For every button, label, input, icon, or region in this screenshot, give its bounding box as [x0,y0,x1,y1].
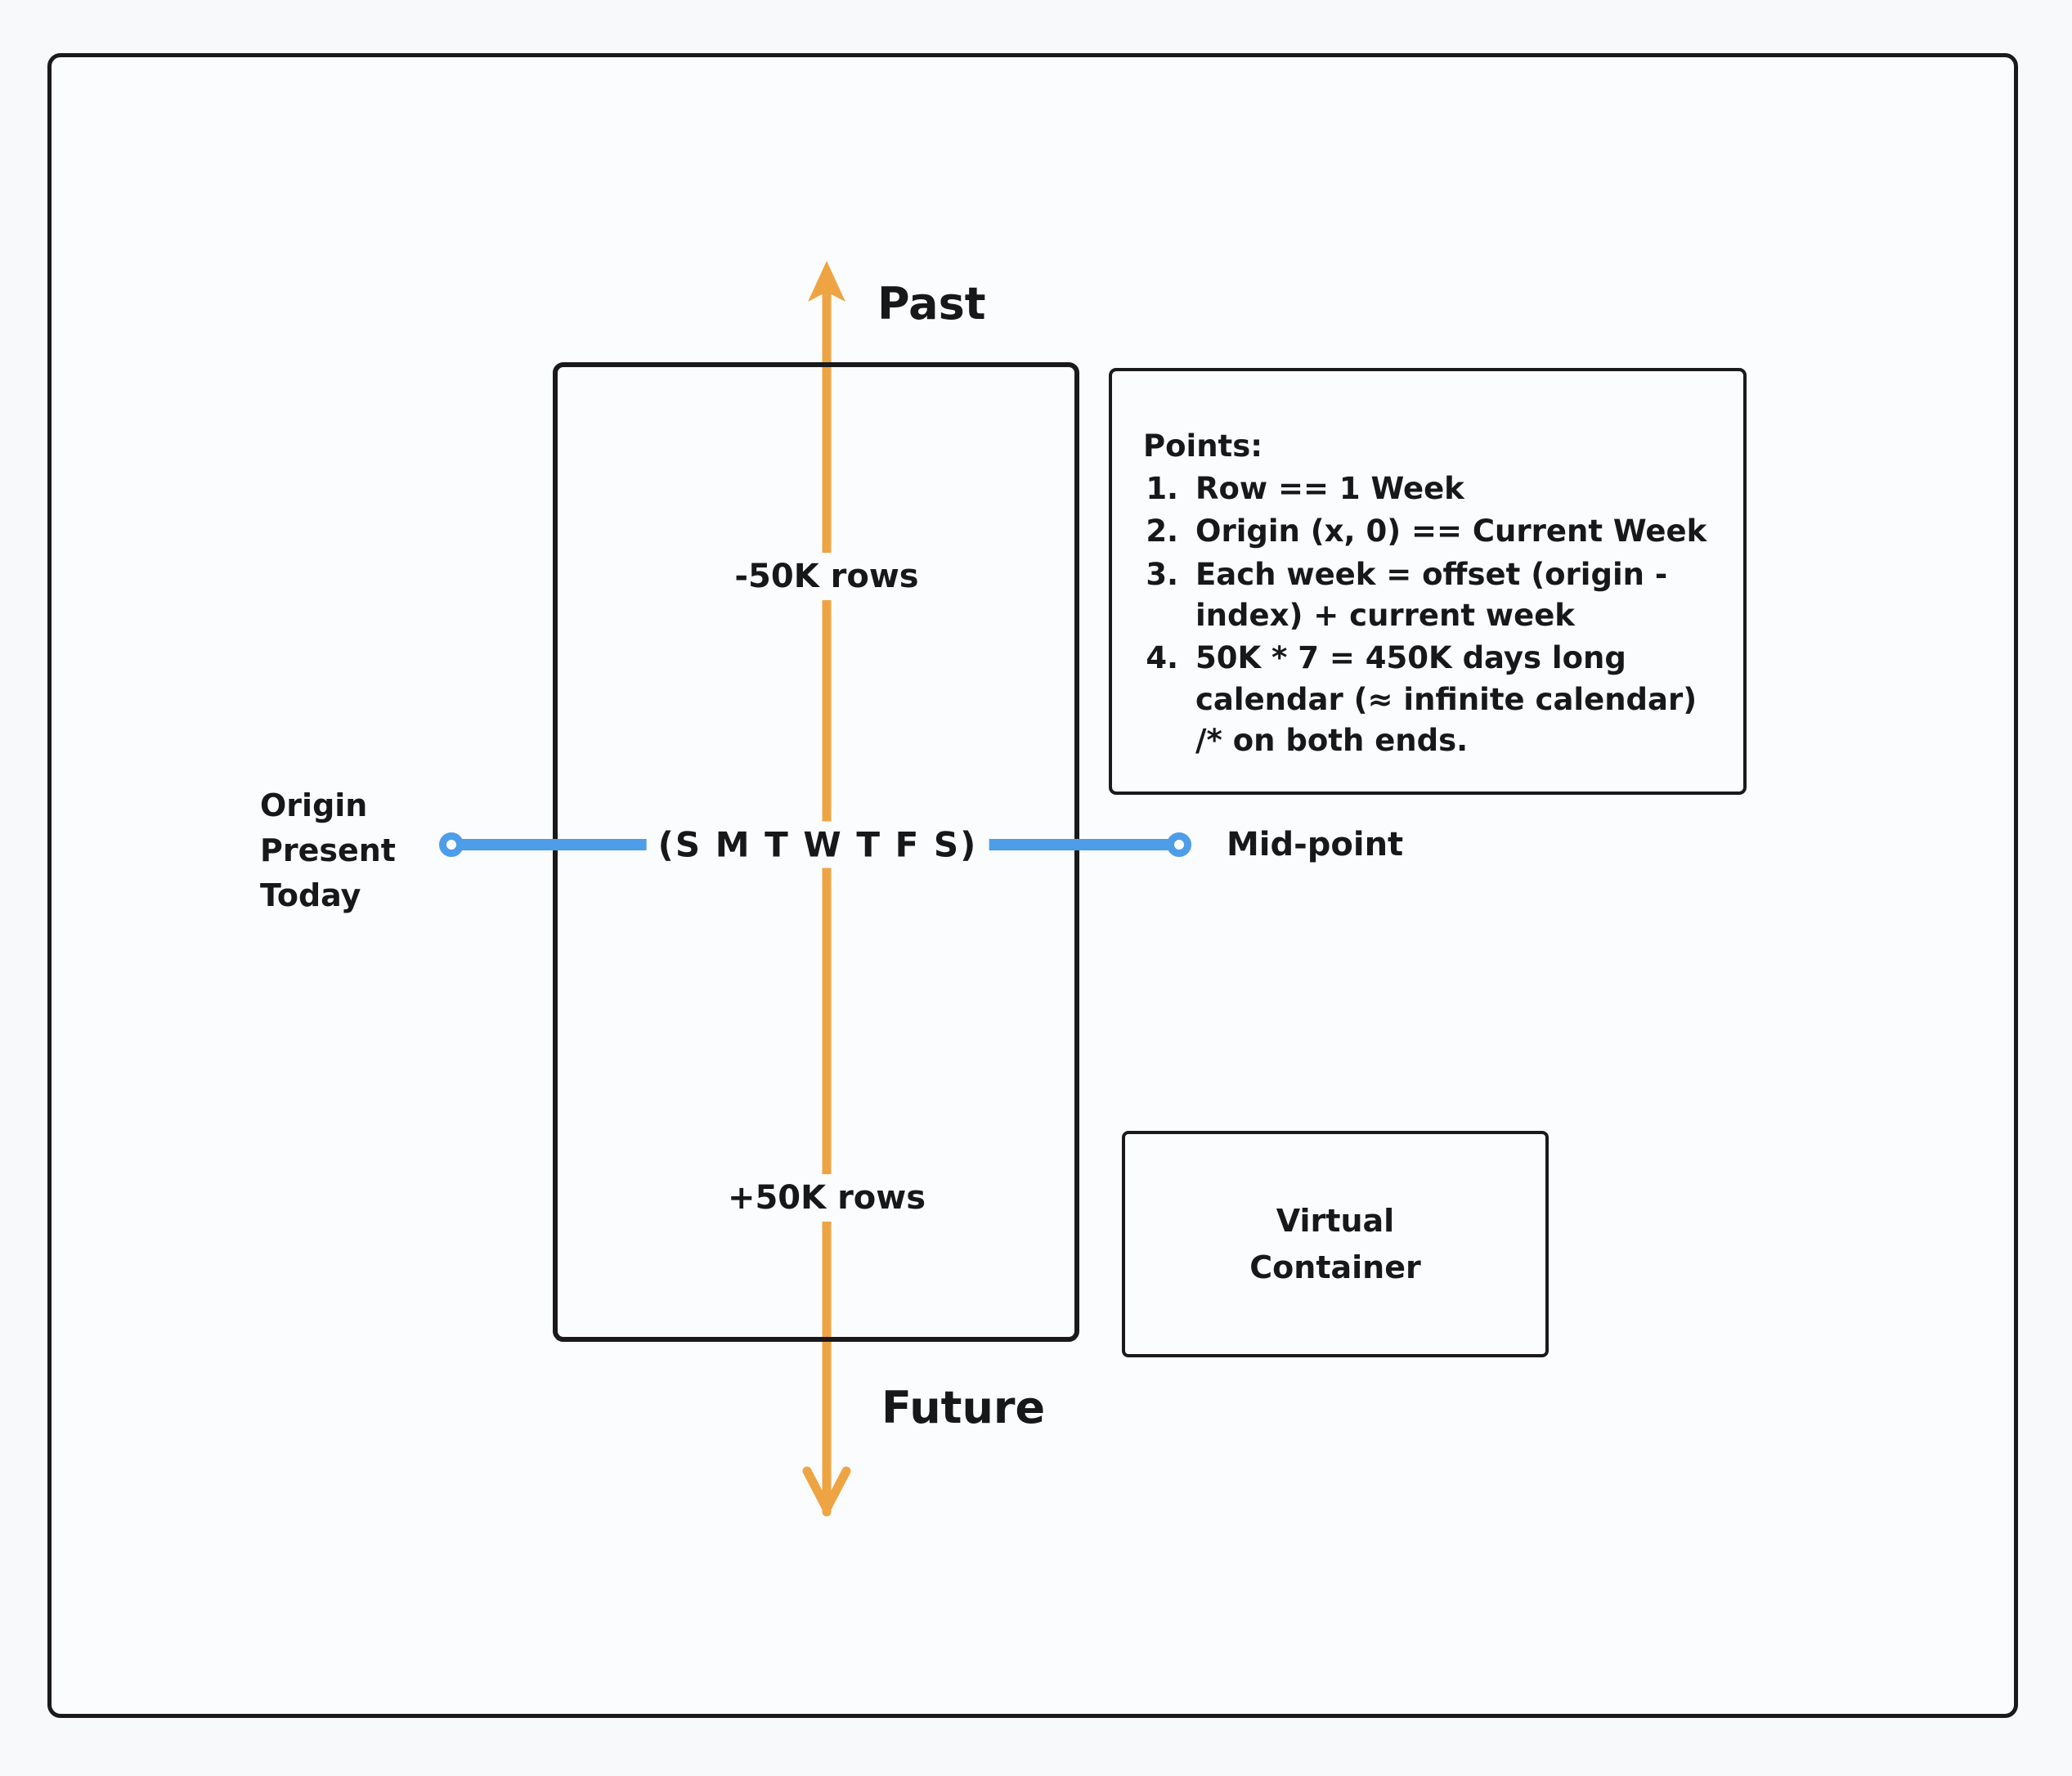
row-count-past: -50K rows [721,553,932,600]
list-item: Row == 1 Week [1189,469,1712,509]
origin-label: Origin Present Today [260,783,396,918]
points-title: Points: [1143,428,1263,464]
origin-endpoint-dot-icon [439,832,464,857]
axis-label-future: Future [881,1382,1046,1433]
list-item: 50K * 7 = 450K days long calendar (≈ inf… [1189,638,1712,761]
row-count-future: +50K rows [714,1174,940,1222]
points-note-box: Points: Row == 1 Week Origin (x, 0) == C… [1109,368,1747,795]
origin-label-line-2: Present [260,832,396,869]
list-item: Origin (x, 0) == Current Week [1189,511,1712,552]
origin-label-line-1: Origin [260,787,368,823]
time-axis-svg [802,261,851,1517]
weekday-row-label: (S M T W T F S) [646,821,989,868]
list-item: Each week = offset (origin - index) + cu… [1189,554,1712,637]
midpoint-label: Mid-point [1227,826,1404,863]
virtual-container-label: Virtual Container [1249,1202,1421,1285]
points-list: Row == 1 Week Origin (x, 0) == Current W… [1143,469,1712,761]
arrowhead-up-past-icon [808,261,845,302]
midpoint-endpoint-dot-icon [1167,832,1191,857]
time-axis [786,258,868,1521]
origin-label-line-3: Today [260,877,361,914]
diagram-outer-frame [47,53,2018,1718]
virtual-rows-box [553,362,1079,1342]
axis-label-past: Past [877,278,986,330]
virtual-container-box: Virtual Container [1122,1131,1549,1357]
